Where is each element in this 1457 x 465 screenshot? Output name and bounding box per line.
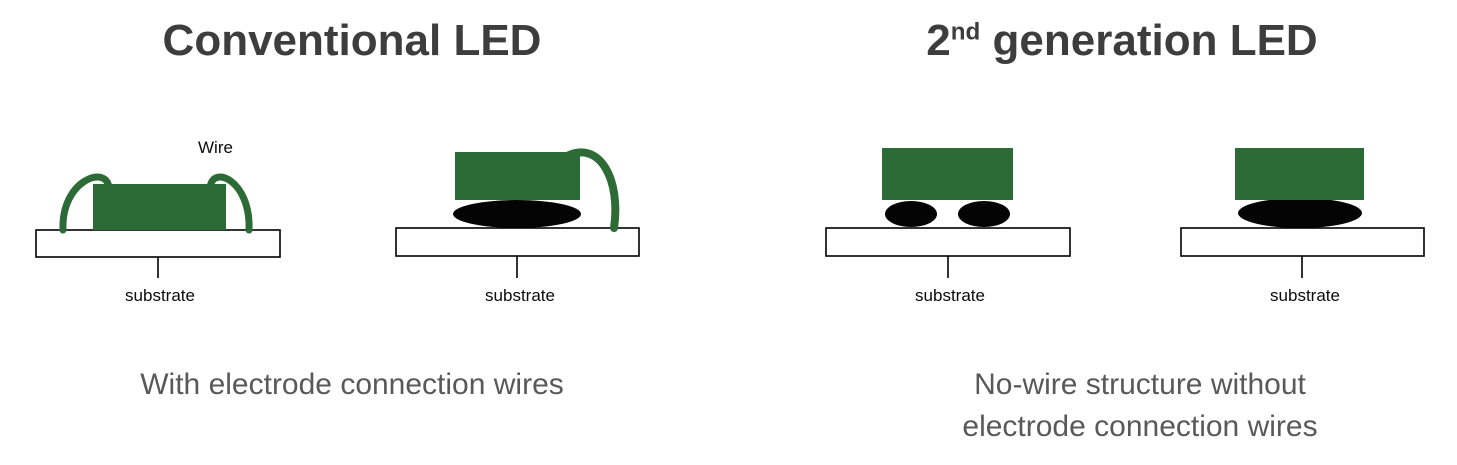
left-panel-title: Conventional LED — [0, 12, 704, 70]
diagram-second-gen-wide-bump: substrate — [1180, 140, 1430, 315]
substrate-label: substrate — [485, 286, 555, 305]
diagram-second-gen-two-bumps: substrate — [825, 140, 1075, 315]
bond-wire-right — [206, 173, 253, 234]
diagram-conventional-wired: Wire substrate — [35, 138, 285, 315]
led-diagram-svg — [825, 148, 1071, 278]
substrate-rect — [825, 227, 1071, 257]
led-chip — [882, 148, 1013, 200]
diagram-conventional-single-wire: substrate — [395, 140, 645, 315]
substrate-label: substrate — [1270, 286, 1340, 305]
substrate-rect — [395, 227, 640, 257]
led-chip — [93, 184, 226, 230]
solder-bump-left — [885, 201, 937, 227]
led-diagram-svg — [35, 173, 281, 278]
right-caption: No-wire structure without electrode conn… — [788, 364, 1457, 448]
led-chip — [1235, 148, 1364, 200]
led-chip — [455, 152, 580, 200]
bond-wire-right — [563, 148, 620, 232]
left-caption-text: With electrode connection wires — [140, 368, 564, 401]
led-diagram-svg — [1180, 148, 1425, 278]
substrate-label: substrate — [125, 286, 195, 305]
left-title-text: Conventional LED — [162, 16, 542, 65]
solder-bump-right — [958, 201, 1010, 227]
wire-label: Wire — [198, 138, 233, 157]
right-title-base: 2 — [926, 16, 951, 65]
right-title-rest: generation LED — [980, 16, 1318, 65]
right-title-superscript: nd — [950, 18, 981, 46]
left-caption: With electrode connection wires — [0, 364, 704, 406]
solder-bump — [453, 200, 581, 228]
right-caption-line2: electrode connection wires — [962, 410, 1318, 443]
substrate-label: substrate — [915, 286, 985, 305]
substrate-rect — [35, 229, 281, 258]
solder-bump — [1238, 198, 1362, 228]
right-caption-line1: No-wire structure without — [974, 368, 1306, 401]
led-diagram-svg — [395, 148, 640, 278]
bond-wire-left — [59, 173, 113, 234]
right-panel-title: 2nd generation LED — [770, 12, 1457, 70]
substrate-rect — [1180, 227, 1425, 257]
